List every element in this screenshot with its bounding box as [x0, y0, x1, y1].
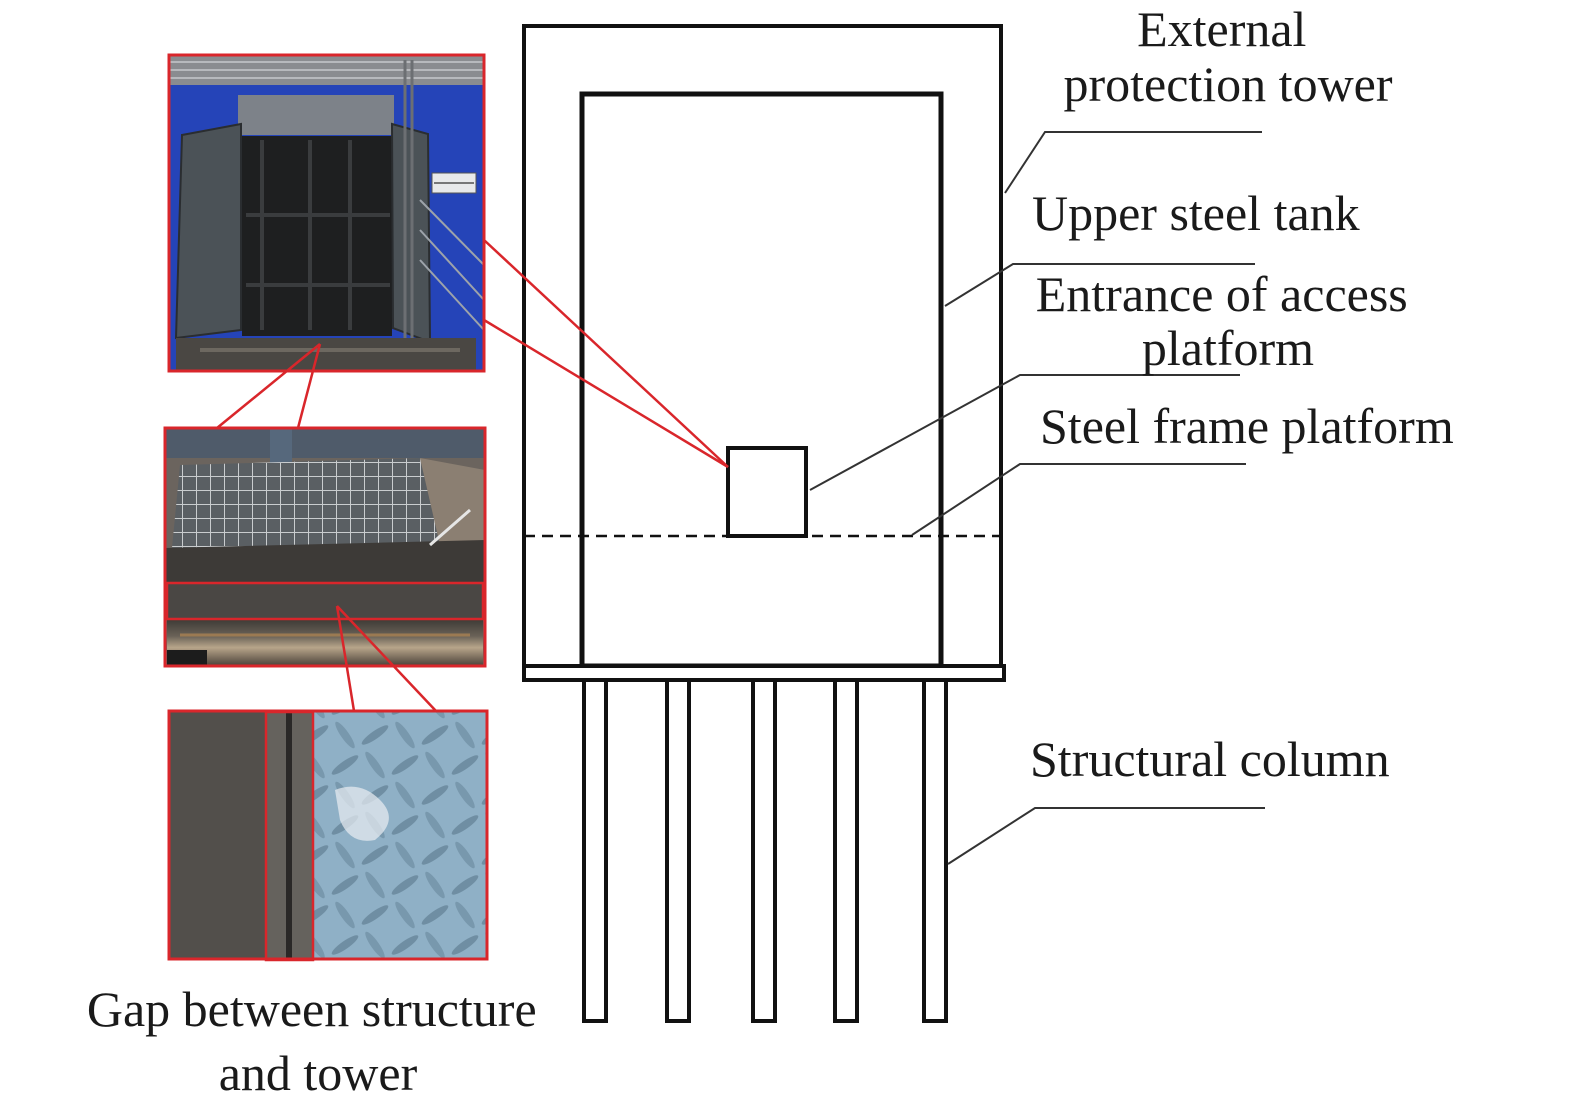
entrance-photo [167, 53, 486, 373]
entrance-photo-frame [167, 53, 486, 373]
structural-columns [582, 678, 948, 1023]
upper-tank-label: Upper steel tank [1032, 185, 1360, 241]
corrugated-roof [169, 55, 484, 85]
external-tower-label: External protection tower [1063, 1, 1392, 112]
structural-column-4 [833, 678, 859, 1023]
steel-frame-label: Steel frame platform [1040, 398, 1454, 454]
entrance-label: Entrance of access platform [1036, 266, 1421, 376]
gap-label: Gap between structure and tower [87, 981, 549, 1101]
gap-photo-frame [167, 709, 489, 961]
platform-photo [163, 426, 487, 668]
grating-floor [172, 458, 440, 548]
gap-line [286, 711, 292, 959]
structural-column-5 [922, 678, 948, 1023]
labels: External protection tower Upper steel ta… [87, 1, 1454, 1101]
leader-lines [809, 131, 1265, 865]
structure-drawing [522, 24, 1006, 1023]
platform-photo-frame [163, 426, 487, 668]
structural-column-2 [665, 678, 691, 1023]
access-entrance-box [726, 446, 808, 538]
gap-photo [167, 709, 489, 962]
structural-column-3 [751, 678, 777, 1023]
left-door-leaf [174, 122, 242, 340]
upper-steel-tank-outline [579, 91, 944, 669]
platform-detail-highlight [165, 581, 485, 621]
red-callout-lines [216, 239, 729, 712]
base-beam [522, 664, 1006, 682]
structural-column-label: Structural column [1030, 731, 1390, 787]
structural-column-1 [582, 678, 608, 1023]
